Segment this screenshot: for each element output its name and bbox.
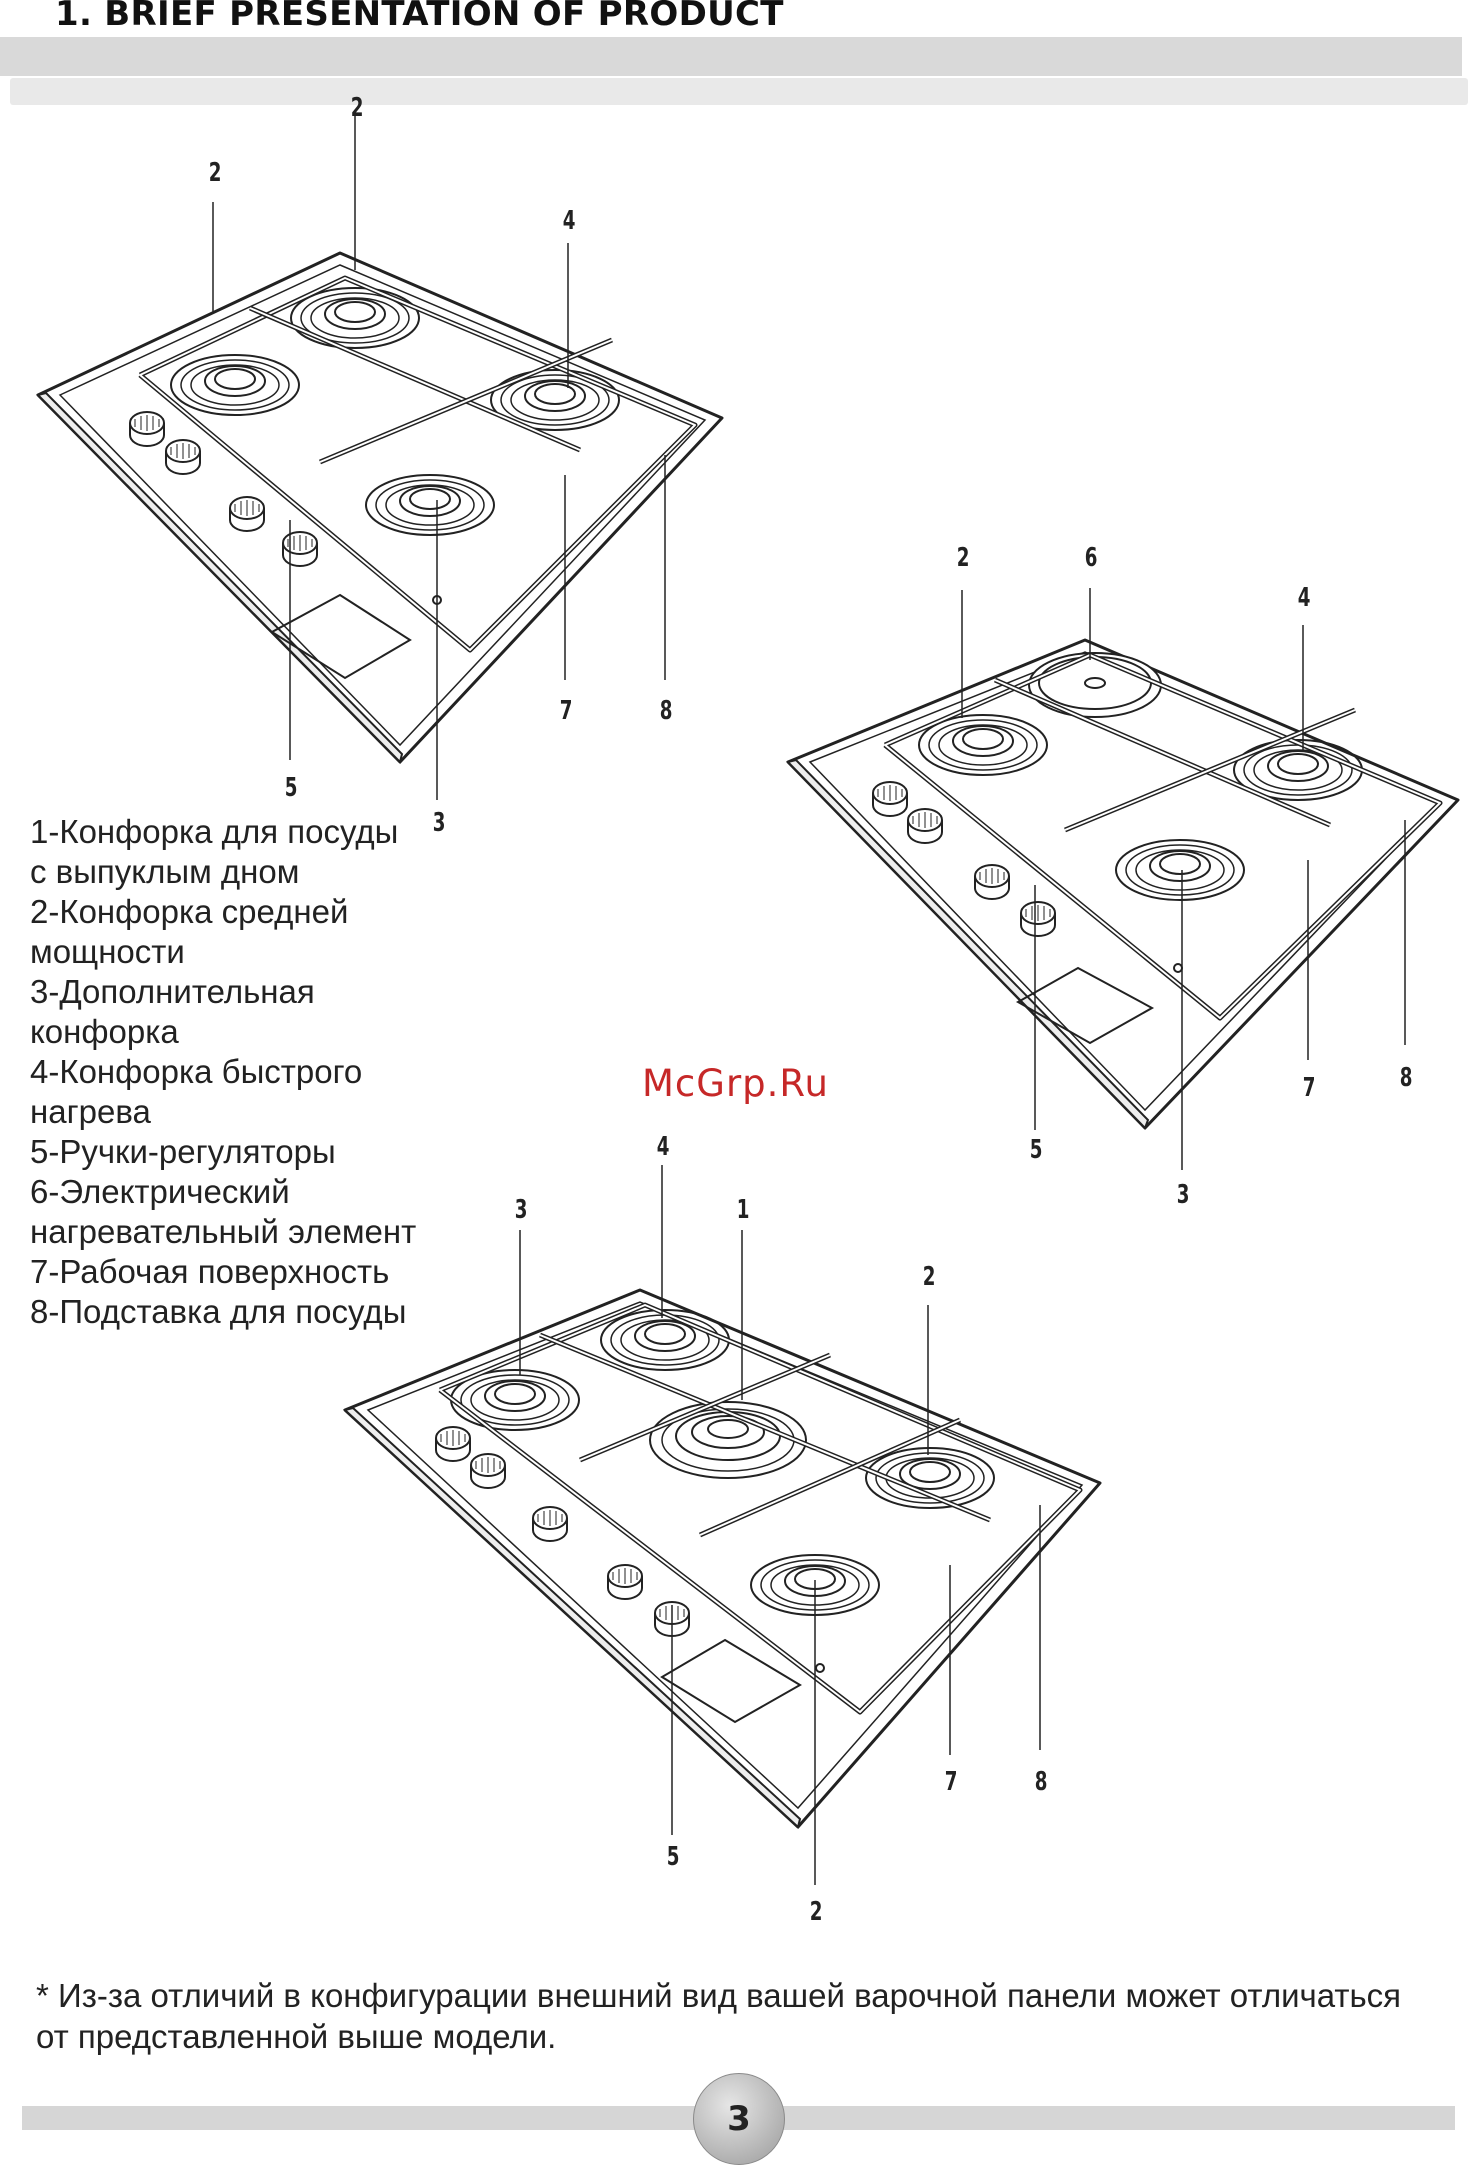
legend-line: 2-Конфорка средней: [30, 893, 349, 930]
legend-line: нагрева: [30, 1093, 151, 1130]
callout-c2-8: 8: [1399, 1063, 1413, 1093]
callout-c2-2: 2: [956, 543, 970, 573]
legend-line: 1-Конфорка для посуды: [30, 813, 399, 850]
callout-c1-3: 3: [432, 808, 446, 838]
legend-line: 8-Подставка для посуды: [30, 1293, 407, 1330]
legend-line: 5-Ручки-регуляторы: [30, 1133, 336, 1170]
callout-c1-2b: 2: [208, 158, 222, 188]
legend-line: 7-Рабочая поверхность: [30, 1253, 390, 1290]
config-note: * Из-за отличий в конфигурации внешний в…: [36, 1977, 1402, 2055]
header-subband: [10, 78, 1468, 105]
legend-line: мощности: [30, 933, 185, 970]
section-heading: 1. BRIEF PRESENTATION OF PRODUCT: [55, 0, 784, 34]
callout-c3-5: 5: [666, 1842, 680, 1872]
callout-c2-6: 6: [1084, 543, 1098, 573]
legend-line: 4-Конфорка быстрого: [30, 1053, 363, 1090]
legend-line: с выпуклым дном: [30, 853, 300, 890]
legend-line: нагревательный элемент: [30, 1213, 417, 1250]
header-band: [0, 37, 1462, 76]
cooktop-2: [786, 588, 1460, 1170]
parts-legend: 1-Конфорка для посуды с выпуклым дном 2-…: [30, 812, 480, 1332]
callout-c3-7: 7: [944, 1767, 958, 1797]
legend-line: 3-Дополнительная: [30, 973, 315, 1010]
callout-c2-5: 5: [1029, 1135, 1043, 1165]
callout-c3-3: 3: [514, 1195, 528, 1225]
watermark: McGrp.Ru: [642, 1062, 829, 1105]
callout-c1-7: 7: [559, 696, 573, 726]
callout-c1-4: 4: [562, 206, 576, 236]
legend-line: 6-Электрический: [30, 1173, 290, 1210]
callout-c2-4: 4: [1297, 583, 1311, 613]
page-number: 3: [727, 2099, 751, 2139]
callout-c3-2a: 2: [922, 1262, 936, 1292]
callout-c3-8: 8: [1034, 1767, 1048, 1797]
cooktop-1: [36, 114, 724, 800]
callout-c2-3: 3: [1176, 1180, 1190, 1210]
callout-c3-4: 4: [656, 1132, 670, 1162]
callout-c3-2b: 2: [809, 1897, 823, 1927]
cooktop-3: [342, 1165, 1102, 1885]
callout-c1-5: 5: [284, 773, 298, 803]
callout-c3-1: 1: [736, 1195, 750, 1225]
callout-c1-2a: 2: [350, 93, 364, 123]
callout-c1-8: 8: [659, 696, 673, 726]
page-number-badge: 3: [693, 2073, 785, 2165]
hotplate-electric: [1028, 652, 1162, 718]
callout-c2-7: 7: [1302, 1073, 1316, 1103]
legend-line: конфорка: [30, 1013, 179, 1050]
